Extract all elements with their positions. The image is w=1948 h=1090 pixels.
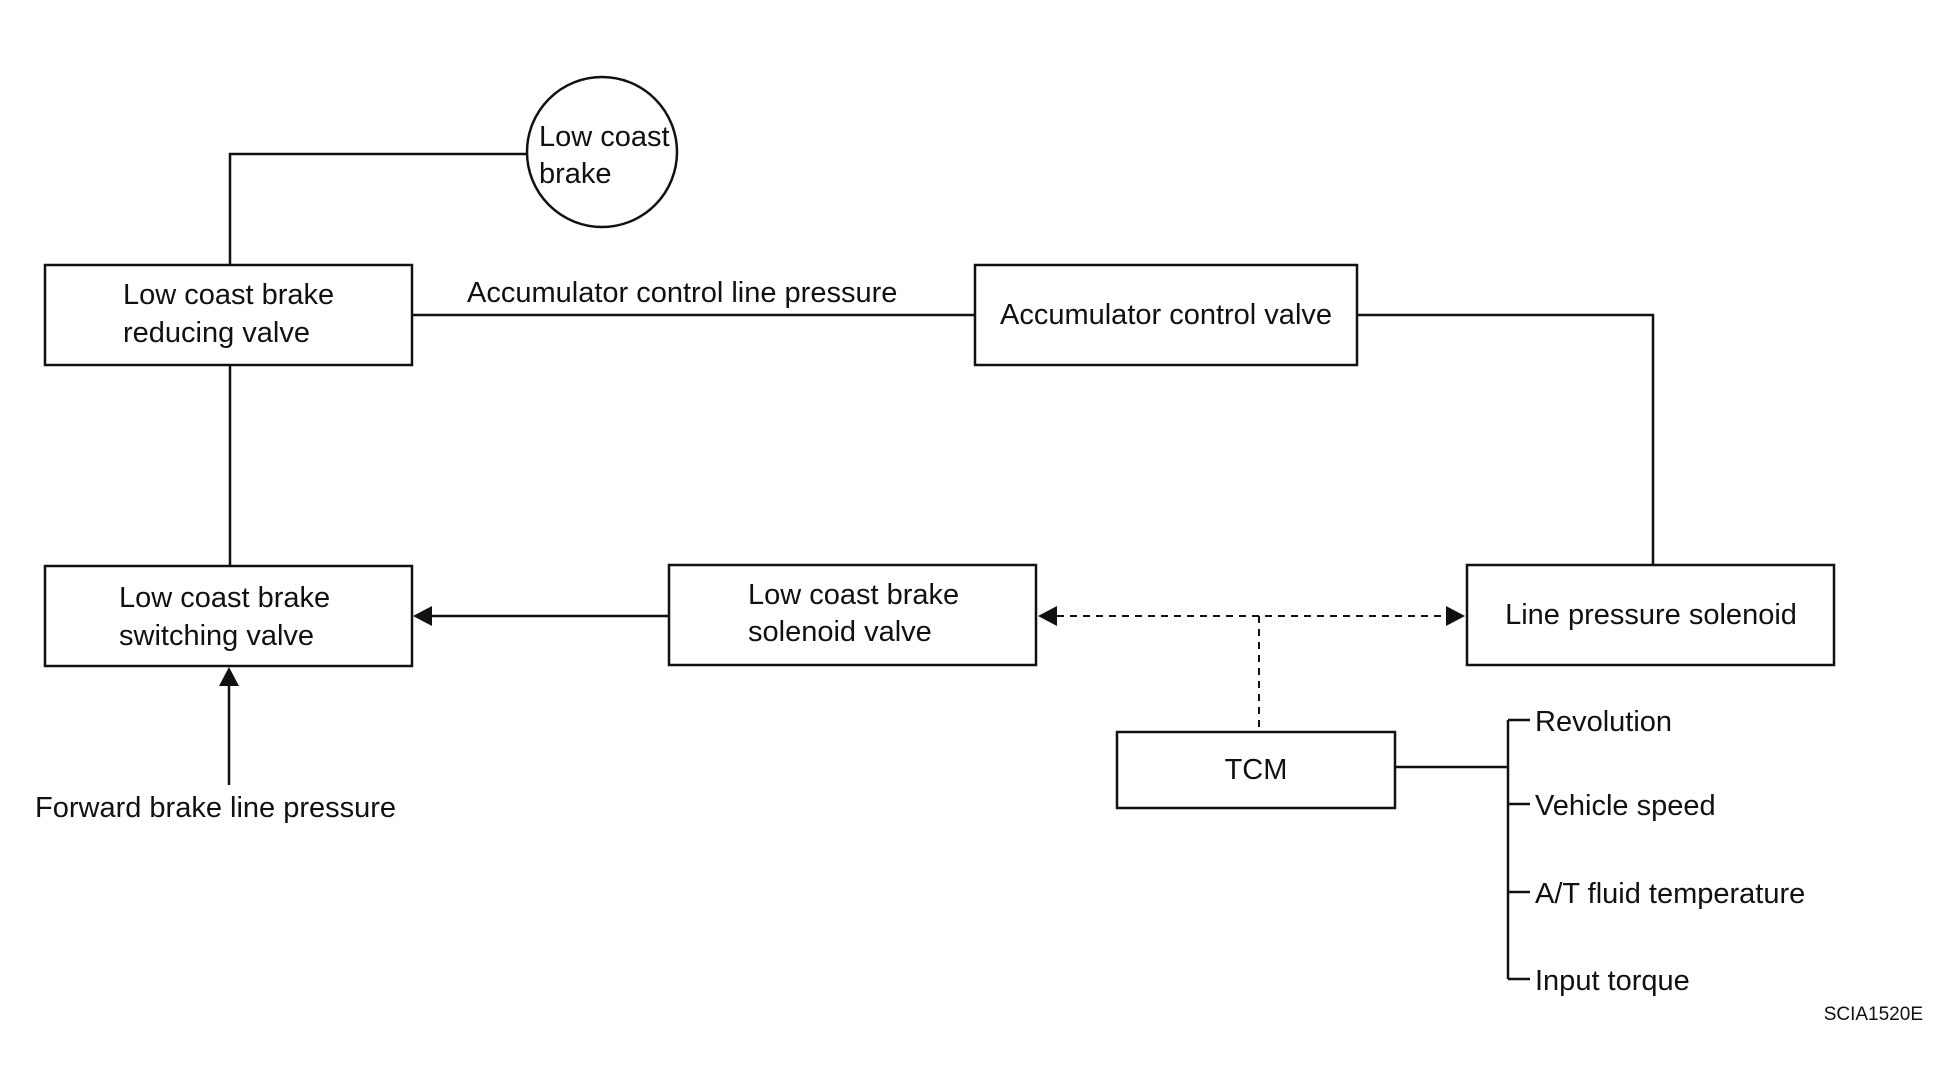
forward-brake-line-pressure-label: Forward brake line pressure <box>35 792 396 824</box>
switching-valve-node: Low coast brake switching valve <box>43 564 414 668</box>
switching-valve-label-line1: Low coast brake <box>119 582 330 614</box>
low-coast-brake-node: Low coast brake <box>525 75 679 229</box>
arrowhead-into-line-pressure-solenoid <box>1446 606 1465 626</box>
tcm-input-fluid-temperature: A/T fluid temperature <box>1535 878 1805 910</box>
reducing-valve-label-line2: reducing valve <box>123 317 310 349</box>
tcm-input-revolution: Revolution <box>1535 706 1672 738</box>
accumulator-control-line-pressure-label: Accumulator control line pressure <box>467 277 897 309</box>
tcm-label: TCM <box>1225 754 1288 786</box>
line-pressure-solenoid-node: Line pressure solenoid <box>1465 563 1836 667</box>
figure-code: SCIA1520E <box>1824 1004 1923 1025</box>
reducing-valve-label-line1: Low coast brake <box>123 279 334 311</box>
solenoid-valve-node: Low coast brake solenoid valve <box>667 563 1038 667</box>
solenoid-valve-label-line1: Low coast brake <box>748 579 959 611</box>
solenoid-valve-label-line2: solenoid valve <box>748 616 932 648</box>
low-coast-brake-label-line1: Low coast <box>539 121 670 153</box>
arrowhead-into-solenoid-valve <box>1038 606 1057 626</box>
line-pressure-solenoid-label: Line pressure solenoid <box>1505 599 1797 631</box>
reducing-valve-node: Low coast brake reducing valve <box>43 263 414 367</box>
switching-valve-label-line2: switching valve <box>119 620 314 652</box>
accumulator-control-valve-node: Accumulator control valve <box>973 263 1359 367</box>
tcm-input-vehicle-speed: Vehicle speed <box>1535 790 1716 822</box>
connector-brake-to-reducing-valve <box>228 152 527 265</box>
arrowhead-into-switching-valve-bottom <box>219 667 239 686</box>
tcm-node: TCM <box>1115 730 1397 810</box>
low-coast-brake-label-line2: brake <box>539 158 612 190</box>
accumulator-control-valve-label: Accumulator control valve <box>1000 299 1332 331</box>
connector-accumulator-valve-to-line-pressure-solenoid <box>1357 313 1655 565</box>
arrowhead-into-switching-valve <box>413 606 432 626</box>
tcm-input-input-torque: Input torque <box>1535 965 1690 997</box>
